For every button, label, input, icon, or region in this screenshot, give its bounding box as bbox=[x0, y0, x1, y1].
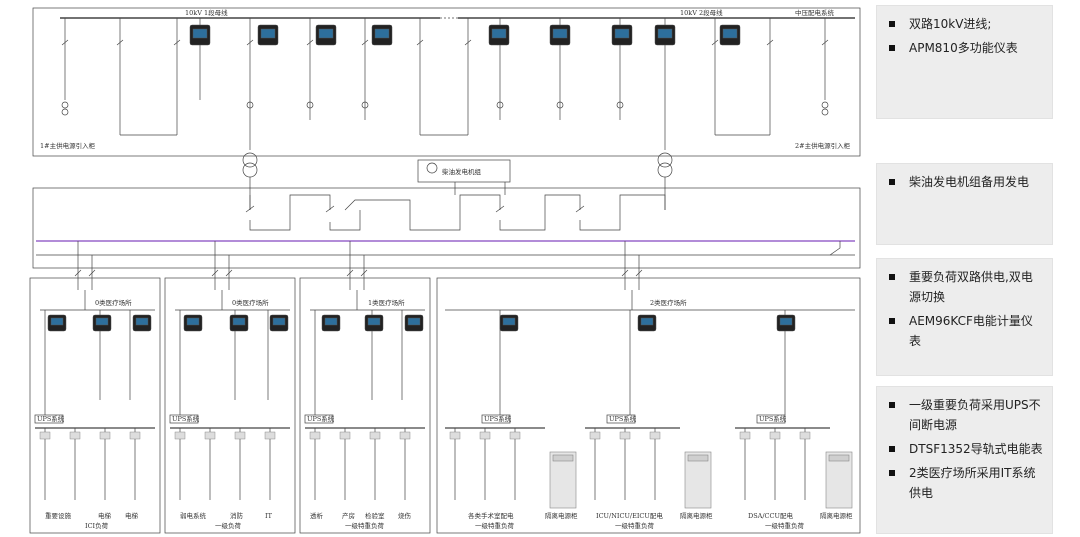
ups-2 bbox=[169, 414, 199, 424]
load-label: 检验室 bbox=[365, 511, 385, 520]
cabinet-label: 隔离电源柜 bbox=[820, 511, 853, 520]
load-label: IT bbox=[265, 512, 273, 520]
isolation-cabinets bbox=[549, 451, 853, 509]
zone-footer: 一级特重负荷 bbox=[765, 521, 805, 530]
zone-title: 0类医疗场所 bbox=[95, 298, 132, 307]
load-label: DSA/CCU配电 bbox=[748, 511, 793, 520]
ups-label: UPS系统 bbox=[172, 414, 200, 423]
ups-3 bbox=[304, 414, 334, 424]
zone-box-2 bbox=[164, 277, 296, 534]
panel-item: 一级重要负荷采用UPS不间断电源 bbox=[885, 395, 1044, 435]
bullet-icon bbox=[889, 179, 895, 185]
final-circuits bbox=[44, 428, 806, 500]
bullet-icon bbox=[889, 470, 895, 476]
panel-item: 柴油发电机组备用发电 bbox=[885, 172, 1044, 192]
load-label: 烧伤 bbox=[398, 511, 412, 520]
panel-item-text: 2类医疗场所采用IT系统供电 bbox=[909, 466, 1036, 500]
panel-item-text: 一级重要负荷采用UPS不间断电源 bbox=[909, 398, 1041, 432]
load-label: 弱电系统 bbox=[180, 511, 207, 520]
panel-item: 双路10kV进线; bbox=[885, 14, 1044, 34]
ups-label: UPS系统 bbox=[37, 414, 65, 423]
info-panel-dual-supply: 重要负荷双路供电,双电源切换 AEM96KCF电能计量仪表 bbox=[876, 258, 1053, 376]
incoming-right-label: 2#主供电源引入柜 bbox=[795, 141, 851, 150]
zone-footer: 一级特重负荷 bbox=[345, 521, 385, 530]
ups-label: UPS系统 bbox=[307, 414, 335, 423]
dtsf-meters bbox=[39, 431, 811, 440]
load-label: ICU/NICU/EICU配电 bbox=[596, 511, 663, 520]
aem96-meters bbox=[47, 314, 796, 332]
bullet-icon bbox=[889, 21, 895, 27]
current-transformers bbox=[61, 101, 829, 116]
zone-title: 1类医疗场所 bbox=[368, 298, 405, 307]
load-label: 重要设施 bbox=[45, 511, 72, 520]
zone-footer: ICI负荷 bbox=[85, 521, 109, 530]
zone-title: 2类医疗场所 bbox=[650, 298, 687, 307]
transformer-1 bbox=[242, 152, 258, 168]
zone-box-3 bbox=[299, 277, 431, 534]
panel-item: APM810多功能仪表 bbox=[885, 38, 1044, 58]
incoming-left-label: 1#主供电源引入柜 bbox=[40, 141, 96, 150]
bullet-icon bbox=[889, 274, 895, 280]
panel-item-text: 柴油发电机组备用发电 bbox=[909, 175, 1030, 189]
info-panel-ups: 一级重要负荷采用UPS不间断电源 DTSF1352导轨式电能表 2类医疗场所采用… bbox=[876, 386, 1053, 534]
ups-label: UPS系统 bbox=[484, 414, 512, 423]
panel-item-text: 双路10kV进线; bbox=[909, 17, 992, 31]
apm810-meters bbox=[189, 24, 741, 46]
bullet-icon bbox=[889, 402, 895, 408]
lv-switchgear-frame bbox=[32, 187, 861, 269]
load-label: 消防 bbox=[230, 511, 244, 520]
info-panel-generator: 柴油发电机组备用发电 bbox=[876, 163, 1053, 245]
cabinet-label: 隔离电源柜 bbox=[680, 511, 713, 520]
zone-footer: 一级负荷 bbox=[215, 521, 242, 530]
bullet-icon bbox=[889, 446, 895, 452]
load-label: 电梯 bbox=[125, 511, 139, 520]
mv-feeders bbox=[64, 18, 826, 150]
zone-box-4 bbox=[436, 277, 861, 534]
generator-label: 柴油发电机组 bbox=[442, 167, 482, 176]
panel-item: AEM96KCF电能计量仪表 bbox=[885, 311, 1044, 351]
panel-item: 重要负荷双路供电,双电源切换 bbox=[885, 267, 1044, 307]
mv-switchgear-frame bbox=[32, 7, 861, 157]
zone-box-1 bbox=[29, 277, 161, 534]
panel-item: 2类医疗场所采用IT系统供电 bbox=[885, 463, 1044, 503]
ups-label: UPS系统 bbox=[609, 414, 637, 423]
bus1-label: 10kV 1段母线 bbox=[185, 8, 228, 17]
diesel-generator-box bbox=[417, 159, 511, 183]
info-panel-incoming: 双路10kV进线; APM810多功能仪表 bbox=[876, 5, 1053, 119]
panel-item-text: DTSF1352导轨式电能表 bbox=[909, 442, 1043, 456]
panel-item-text: 重要负荷双路供电,双电源切换 bbox=[909, 270, 1033, 304]
load-label: 各类手术室配电 bbox=[468, 511, 514, 520]
ups-4a bbox=[481, 414, 511, 424]
bullet-icon bbox=[889, 45, 895, 51]
ups-label: UPS系统 bbox=[759, 414, 787, 423]
transformer-2 bbox=[657, 152, 673, 168]
zone-footer: 一级特重负荷 bbox=[475, 521, 515, 530]
electrical-single-line-diagram: 10kV 1段母线 10kV 2段母线 中压配电系统 1#主供电源引入柜 2#主… bbox=[29, 7, 861, 534]
load-label: 透析 bbox=[310, 511, 324, 520]
panel-item-text: APM810多功能仪表 bbox=[909, 41, 1018, 55]
mv-system-label: 中压配电系统 bbox=[795, 8, 835, 17]
panel-item: DTSF1352导轨式电能表 bbox=[885, 439, 1044, 459]
ups-4b bbox=[606, 414, 636, 424]
panel-item-text: AEM96KCF电能计量仪表 bbox=[909, 314, 1033, 348]
ups-4c bbox=[756, 414, 786, 424]
bullet-icon bbox=[889, 318, 895, 324]
load-label: 电梯 bbox=[98, 511, 112, 520]
zone-title: 0类医疗场所 bbox=[232, 298, 269, 307]
zone-footer: 一级特重负荷 bbox=[615, 521, 655, 530]
cabinet-label: 隔离电源柜 bbox=[545, 511, 578, 520]
load-label: 产房 bbox=[342, 511, 355, 520]
zone-feeders bbox=[74, 241, 643, 290]
ups-1 bbox=[34, 414, 64, 424]
bus2-label: 10kV 2段母线 bbox=[680, 8, 723, 17]
